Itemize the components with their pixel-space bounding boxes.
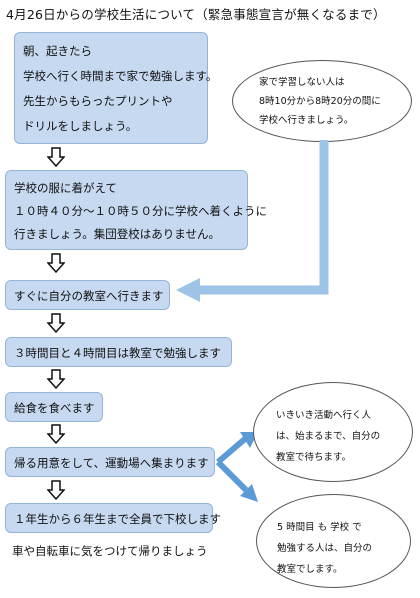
note-home-study: 家で学習しない人は 8時10分から8時20分の間に 学校へ行きましょう。 [232, 60, 412, 142]
step-get-dressed: 学校の服に着がえて １０時４０分～１０時５０分に学校へ着くように 行きましょう。… [5, 170, 267, 250]
note-line: 学校へ行きましょう。 [259, 115, 354, 126]
step-go-to-classroom: すぐに自分の教室へ行きます [5, 280, 170, 310]
note-line: 教室で待ちます。 [276, 452, 352, 463]
note-line: は、始まるまで、自分の [276, 431, 381, 442]
footer-note: 車や自転車に気をつけて帰りましょう [12, 544, 208, 558]
down-arrow-icon [47, 480, 65, 500]
down-arrow-icon [47, 369, 65, 389]
down-arrow-icon [47, 147, 65, 167]
note-line: いきいき活動へ行く人 [276, 410, 372, 421]
note-period-5: 5 時間目 も 学校 で 勉強する人は、自分の 教室でします。 [256, 494, 411, 588]
down-arrow-icon [47, 313, 65, 333]
note-line: 8時10分から8時20分の間に [259, 96, 381, 107]
step-line: ３時間目と４時間目は教室で勉強します [14, 346, 221, 360]
step-line: 行きましょう。集団登校はありません。 [14, 227, 220, 241]
down-arrow-icon [47, 253, 65, 273]
step-line: 帰る用意をして、運動場へ集まります [14, 456, 209, 470]
step-line: 学校の服に着がえて [14, 181, 117, 195]
note-ikiiki-activity: いきいき活動へ行く人 は、始まるまで、自分の 教室で待ちます。 [253, 382, 413, 482]
step-wake-up-study: 朝、起きたら 学校へ行く時間まで家で勉強します。 先生からもらったプリントや ド… [14, 32, 218, 144]
step-line: 給食を食べます [14, 401, 95, 415]
step-line: 朝、起きたら [23, 44, 92, 58]
note-line: 5 時間目 も 学校 で [277, 522, 362, 533]
down-arrow-icon [47, 424, 65, 444]
note-line: 勉強する人は、自分の [277, 543, 373, 554]
note-line: 教室でします。 [277, 564, 343, 575]
step-lunch: 給食を食べます [5, 392, 103, 422]
step-line: ドリルをしましょう。 [23, 119, 138, 133]
step-line: すぐに自分の教室へ行きます [14, 289, 164, 303]
step-gather-playground: 帰る用意をして、運動場へ集まります [5, 447, 215, 477]
step-periods-3-4: ３時間目と４時間目は教室で勉強します [5, 337, 232, 367]
page-title: 4月26日からの学校生活について（緊急事態宣言が無くなるまで） [6, 7, 386, 22]
connector-arrow-icon [176, 140, 329, 302]
note-line: 家で学習しない人は [259, 77, 345, 88]
step-line: 学校へ行く時間まで家で勉強します。 [23, 69, 218, 83]
step-go-home-together: １年生から６年生まで全員で下校します [5, 503, 221, 533]
step-line: 先生からもらったプリントや [23, 94, 173, 108]
step-line: １０時４０分～１０時５０分に学校へ着くように [14, 204, 267, 218]
step-line: １年生から６年生まで全員で下校します [14, 512, 221, 526]
